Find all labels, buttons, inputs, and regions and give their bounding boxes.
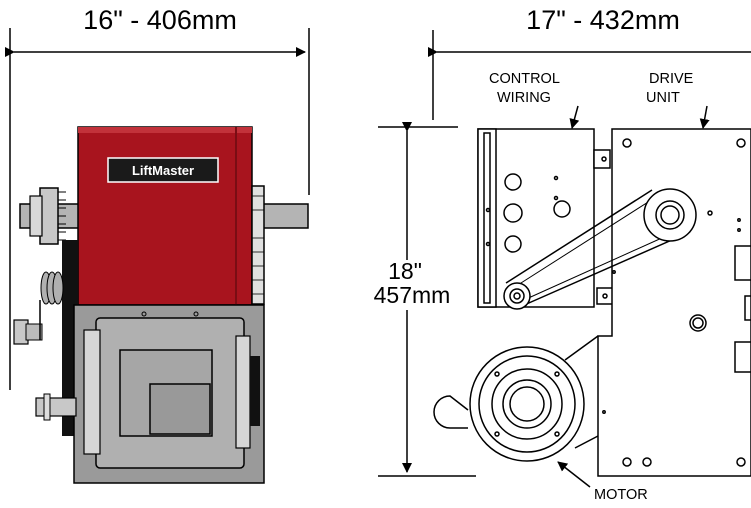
brand-plate — [107, 157, 219, 183]
left-sprocket — [39, 187, 59, 245]
control-box — [477, 128, 595, 308]
height-dimension: 18" 457mm — [374, 122, 476, 477]
left-width-label: 16" - 406mm — [83, 5, 237, 35]
control-wiring-label-line1: CONTROL — [489, 71, 560, 87]
red-housing — [77, 126, 253, 306]
height-mm-label: 457mm — [374, 282, 451, 308]
right-width-label: 17" - 432mm — [526, 5, 680, 35]
drive-unit-label-line2: UNIT — [646, 90, 680, 106]
motor-callout: MOTOR — [557, 461, 648, 503]
right-width-dimension: 17" - 432mm — [428, 5, 751, 120]
drive-plate — [597, 128, 751, 477]
control-wiring-callout: CONTROL WIRING — [489, 71, 580, 129]
brand-logo: LiftMaster — [132, 163, 194, 178]
side-view-operator — [433, 128, 751, 477]
height-inches-label: 18" — [388, 258, 422, 284]
motor-front — [73, 304, 265, 484]
drive-unit-callout: DRIVE UNIT — [646, 71, 710, 129]
left-width-dimension: 16" - 406mm — [5, 5, 310, 390]
motor-side — [433, 335, 599, 462]
motor-shaft — [35, 397, 77, 417]
drive-chain — [503, 188, 697, 310]
brake-spring — [13, 271, 64, 345]
motor-label: MOTOR — [594, 487, 648, 503]
control-wiring-label-line2: WIRING — [497, 90, 551, 106]
drive-unit-label-line1: DRIVE — [649, 71, 694, 87]
right-sprocket — [251, 185, 265, 305]
front-view-operator: LiftMaster — [13, 126, 309, 484]
